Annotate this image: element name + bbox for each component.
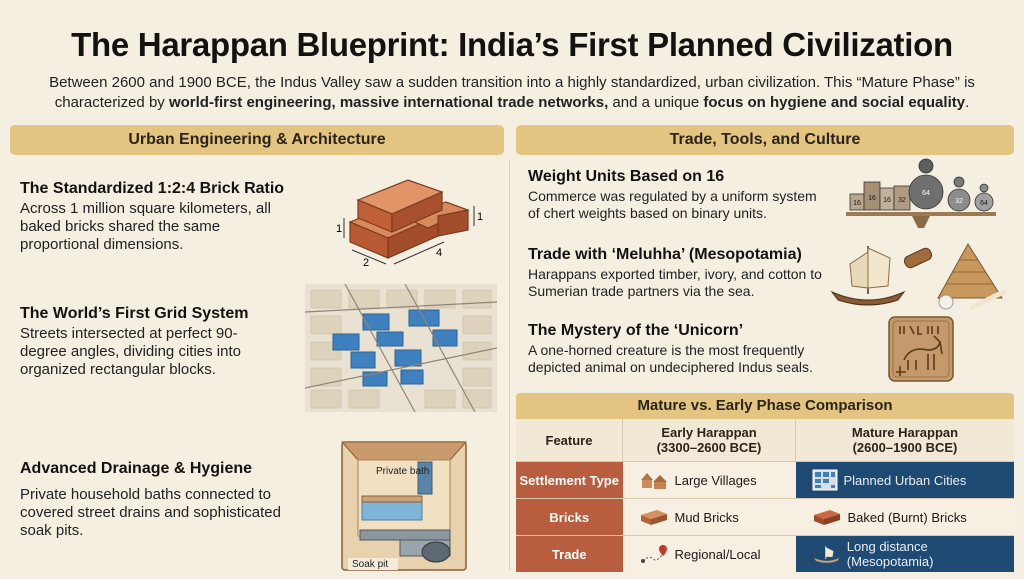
col-mature-dates: (2600–1900 BCE) <box>852 440 958 455</box>
right-section-header: Trade, Tools, and Culture <box>516 125 1014 155</box>
grid-system-body: Streets intersected at perfect 90-degree… <box>20 325 241 378</box>
city-grid-illustration <box>305 284 497 412</box>
weights-illustration: 16 16 16 32 64 32 64 <box>846 158 996 228</box>
weight-units-title: Weight Units Based on 16 <box>528 168 725 185</box>
mature-value: Long distance (Mesopotamia) <box>846 539 934 569</box>
column-divider <box>509 160 510 570</box>
brick-label-l: 4 <box>436 247 442 259</box>
table-row: Settlement Type Large Villages Planned U… <box>516 461 1014 499</box>
weight-units-body: Commerce was regulated by a uniform syst… <box>528 188 817 221</box>
route-pin-icon <box>640 545 667 563</box>
col-early-dates: (3300–2600 BCE) <box>656 440 762 455</box>
early-value: Large Villages <box>674 472 757 488</box>
weight-label-7: 64 <box>980 200 988 207</box>
drainage-title: Advanced Drainage & Hygiene <box>20 460 253 477</box>
intro-bold1: world-first engineering, massive interna… <box>168 94 609 111</box>
huts-icon <box>640 473 667 489</box>
col-feature-header: Feature <box>516 419 623 462</box>
drainage-illustration: Private bath Soak pit <box>340 441 468 571</box>
drain-label-bath: Private bath <box>376 466 429 477</box>
table-row: Bricks Mud Bricks Baked (Burnt) Bricks <box>516 498 1014 536</box>
meluhha-body: Harappans exported timber, ivory, and co… <box>528 266 822 299</box>
brick-label-h1: 1 <box>336 223 342 235</box>
trade-illustration <box>830 243 1007 311</box>
mud-brick-icon <box>640 510 667 525</box>
row-early-cell: Mud Bricks <box>622 498 796 536</box>
intro-part3: . <box>965 94 970 111</box>
row-early-cell: Large Villages <box>622 461 796 499</box>
left-section-header: Urban Engineering & Architecture <box>10 125 504 155</box>
city-grid-icon <box>812 469 837 491</box>
brick-ratio-title: The Standardized 1:2:4 Brick Ratio <box>20 180 285 197</box>
row-mature-cell: Long distance (Mesopotamia) <box>795 535 1014 572</box>
weight-label-4: 32 <box>898 197 906 204</box>
drainage-body: Private household baths connected to cov… <box>20 486 281 539</box>
baked-brick-icon <box>813 510 840 525</box>
comparison-table-title: Mature vs. Early Phase Comparison <box>516 393 1014 419</box>
table-header-row: Feature Early Harappan (3300–2600 BCE) M… <box>516 419 1014 462</box>
meluhha-title: Trade with ‘Meluhha’ (Mesopotamia) <box>528 246 802 263</box>
brick-label-h2: 1 <box>477 211 483 223</box>
row-feature-label: Bricks <box>516 498 623 536</box>
weight-label-2: 16 <box>868 195 876 202</box>
unicorn-body: A one-horned creature is the most freque… <box>528 342 813 375</box>
mature-value: Baked (Burnt) Bricks <box>847 509 967 525</box>
brick-stack-illustration: 1 1 2 4 <box>336 179 483 269</box>
brick-ratio-body: Across 1 million square kilometers, all … <box>20 200 271 253</box>
comparison-table: Mature vs. Early Phase Comparison Featur… <box>516 393 1014 572</box>
intro-part1: Between 2600 and 1900 BCE, the Indus Val… <box>49 74 975 111</box>
row-feature-label: Trade <box>516 535 623 572</box>
col-early-header: Early Harappan (3300–2600 BCE) <box>622 419 796 462</box>
intro-text: Between 2600 and 1900 BCE, the Indus Val… <box>30 73 994 113</box>
unicorn-seal-illustration <box>888 316 954 382</box>
mature-value: Planned Urban Cities <box>843 472 967 488</box>
row-feature-label: Settlement Type <box>516 461 623 499</box>
brick-label-w: 2 <box>363 257 369 269</box>
intro-part2: and a unique <box>608 94 704 111</box>
row-mature-cell: Baked (Burnt) Bricks <box>795 498 1014 536</box>
weight-label-3: 16 <box>883 197 891 204</box>
weight-label-6: 32 <box>955 198 963 205</box>
unicorn-title: The Mystery of the ‘Unicorn’ <box>528 322 744 339</box>
early-value: Regional/Local <box>674 546 761 562</box>
row-mature-cell: Planned Urban Cities <box>795 461 1014 499</box>
col-mature-label: Mature Harappan <box>851 425 959 440</box>
table-row: Trade Regional/Local Long distance (Meso… <box>516 535 1014 572</box>
weight-label-5: 64 <box>922 190 930 197</box>
col-early-label: Early Harappan <box>661 425 757 440</box>
intro-bold2: focus on hygiene and social equality <box>703 94 966 111</box>
drain-label-pit: Soak pit <box>352 559 388 570</box>
ship-icon <box>813 546 839 563</box>
row-early-cell: Regional/Local <box>622 535 796 572</box>
col-mature-header: Mature Harappan (2600–1900 BCE) <box>795 419 1014 462</box>
page-title: The Harappan Blueprint: India’s First Pl… <box>71 26 953 63</box>
grid-system-title: The World’s First Grid System <box>20 305 249 322</box>
early-value: Mud Bricks <box>674 509 739 525</box>
weight-label-1: 16 <box>853 200 861 207</box>
